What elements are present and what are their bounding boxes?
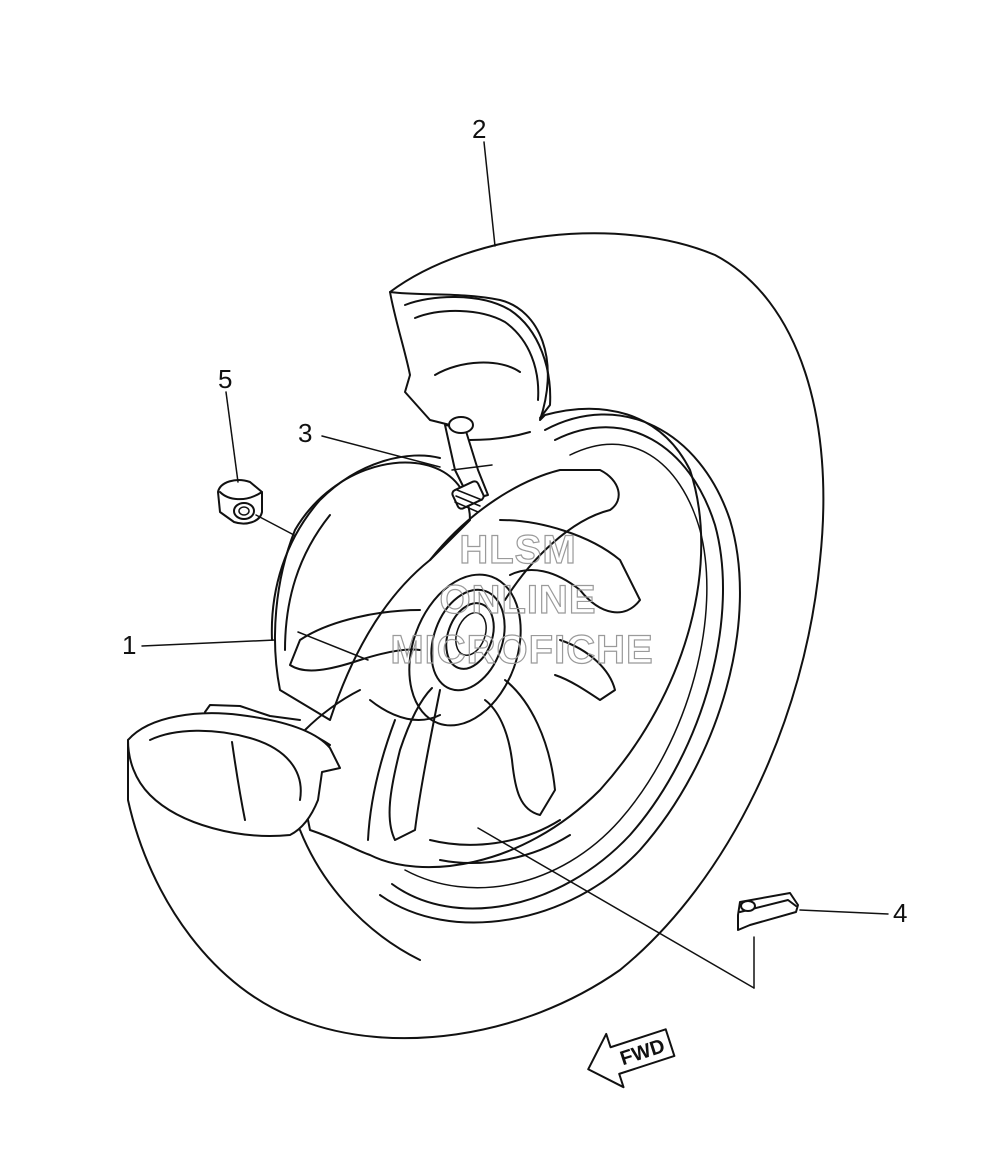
callout-3: 3 [298,418,312,448]
watermark-line-3: MICROFICHE [390,628,653,672]
callout-2: 2 [472,114,486,144]
callout-1: 1 [122,630,136,660]
watermark: HLSM ONLINE MICROFICHE [390,527,654,672]
watermark-line-2: ONLINE [439,578,596,622]
balance-weight [737,892,799,931]
callout-5: 5 [218,364,232,394]
callout-4: 4 [893,898,907,928]
wheel-rim [270,454,641,864]
fwd-direction-arrow: FWD [587,1028,676,1089]
collar [217,479,263,525]
watermark-line-1: HLSM [459,528,576,572]
leader-lines [141,141,889,989]
tire [127,232,825,1040]
tire-valve [444,416,489,513]
